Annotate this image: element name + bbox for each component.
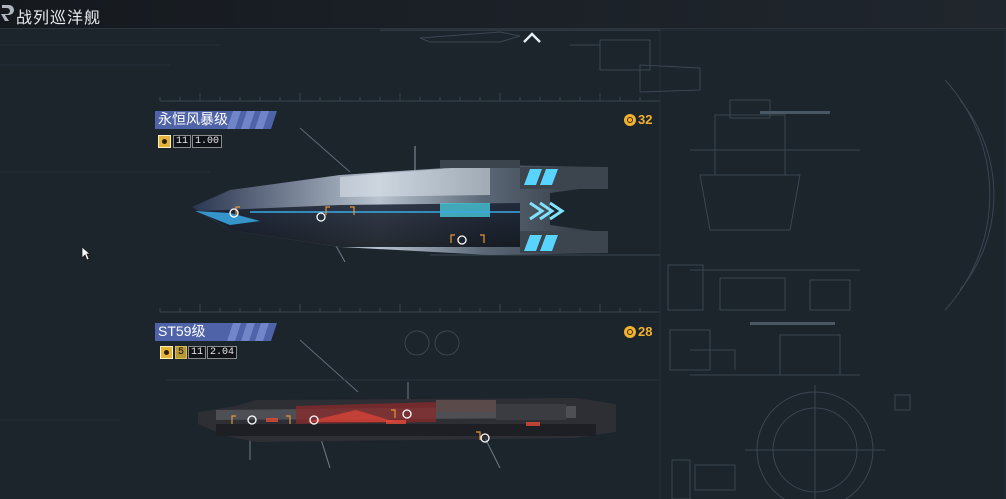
ship-level-value: 1.00 <box>192 134 223 148</box>
ship-cost: 28 <box>624 324 652 339</box>
ship-name-banner <box>155 111 277 129</box>
mouse-cursor-icon <box>81 246 91 261</box>
tech-chip-icon <box>158 134 171 148</box>
ship-stats: 5 11 2.04 <box>160 345 238 359</box>
ship-stats: 11 1.00 <box>158 134 223 148</box>
chevron-up-icon[interactable] <box>521 30 543 46</box>
top-bar: 战列巡洋舰 <box>0 0 1006 29</box>
ship-name-banner <box>155 323 277 341</box>
ship-name: 永恒风暴级 <box>158 111 228 127</box>
ship-level-prefix: 11 <box>173 134 192 148</box>
back-icon[interactable] <box>0 2 14 24</box>
ship-cost-value: 28 <box>638 324 653 339</box>
ship-name: ST59级 <box>158 323 206 339</box>
tech-chip-icon <box>160 345 173 359</box>
command-point-icon <box>624 325 636 338</box>
ruler-ticks-top <box>159 93 661 312</box>
ship-level-value: 2.04 <box>207 345 238 359</box>
ship-cost-value: 32 <box>638 112 653 127</box>
ship-illustration-eternal-storm[interactable] <box>190 155 610 265</box>
command-point-icon <box>624 113 636 126</box>
ship-cost: 32 <box>624 112 652 127</box>
ship-illustration-st59[interactable] <box>196 392 618 450</box>
page-title: 战列巡洋舰 <box>16 10 102 27</box>
ship-level-prefix: 11 <box>188 345 207 359</box>
ship-tier: 5 <box>175 345 188 359</box>
